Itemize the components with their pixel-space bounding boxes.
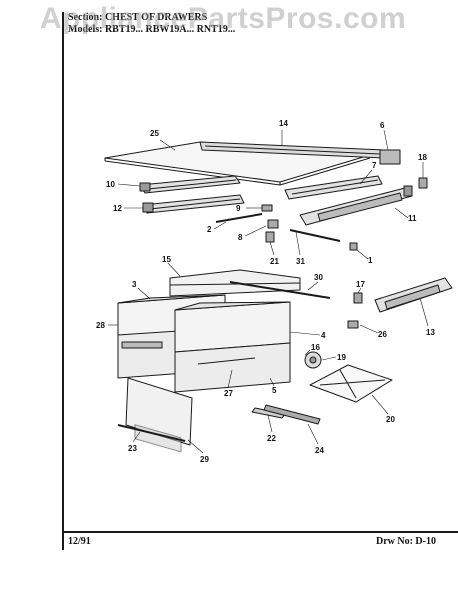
callout-5: 5 [272, 386, 277, 395]
callout-11: 11 [408, 214, 417, 223]
callout-24: 24 [315, 446, 324, 455]
callout-2: 2 [207, 225, 212, 234]
footer-date: 12/91 [68, 536, 91, 547]
callout-6: 6 [380, 121, 385, 130]
callout-15: 15 [162, 255, 171, 264]
callout-9: 9 [236, 204, 241, 213]
callout-28: 28 [96, 321, 105, 330]
callout-21: 21 [270, 257, 279, 266]
right-drawer [174, 301, 291, 393]
round-fitting [304, 351, 322, 369]
trim-pieces [251, 404, 321, 425]
section-title: Section: CHEST OF DRAWERS [68, 12, 208, 23]
callout-17: 17 [356, 280, 365, 289]
callout-29: 29 [200, 455, 209, 464]
callout-16: 16 [311, 343, 320, 352]
footer-drawing-number: Drw No: D-10 [376, 536, 436, 547]
small-hardware [261, 204, 358, 251]
bracket-small-right [418, 177, 428, 189]
sheet-border-bottom [62, 531, 458, 533]
guide-rods [215, 213, 341, 242]
callout-4: 4 [321, 331, 326, 340]
callout-18: 18 [418, 153, 427, 162]
callout-1: 1 [368, 256, 373, 265]
callout-31: 31 [296, 257, 305, 266]
left-slide-lower [142, 194, 245, 214]
callout-12: 12 [113, 204, 122, 213]
callout-20: 20 [386, 415, 395, 424]
leader-lines [108, 129, 429, 454]
sheet-border-left [62, 12, 64, 550]
callout-22: 22 [267, 434, 276, 443]
callout-14: 14 [279, 119, 288, 128]
callout-3: 3 [132, 280, 137, 289]
rod-30 [229, 281, 331, 299]
callout-30: 30 [314, 273, 323, 282]
right-slide-lower [299, 185, 413, 226]
callout-labels: 14 25 6 18 10 7 12 9 11 2 8 21 31 1 15 3… [96, 119, 435, 464]
drawer-front-panel [117, 377, 193, 453]
callout-19: 19 [337, 353, 346, 362]
divider-tray [309, 364, 393, 403]
callout-23: 23 [128, 444, 137, 453]
left-slide-upper [139, 175, 241, 194]
callout-8: 8 [238, 233, 243, 242]
right-side-rail [374, 277, 453, 313]
right-slide-upper [284, 175, 383, 200]
models-line: Models: RBT19... RBW19A... RNT19... [68, 24, 236, 35]
callout-26: 26 [378, 330, 387, 339]
rear-rail [199, 141, 401, 165]
callout-25: 25 [150, 129, 159, 138]
clips [347, 292, 363, 329]
callout-7: 7 [372, 161, 377, 170]
callout-10: 10 [106, 180, 115, 189]
callout-27: 27 [224, 389, 233, 398]
callout-13: 13 [426, 328, 435, 337]
